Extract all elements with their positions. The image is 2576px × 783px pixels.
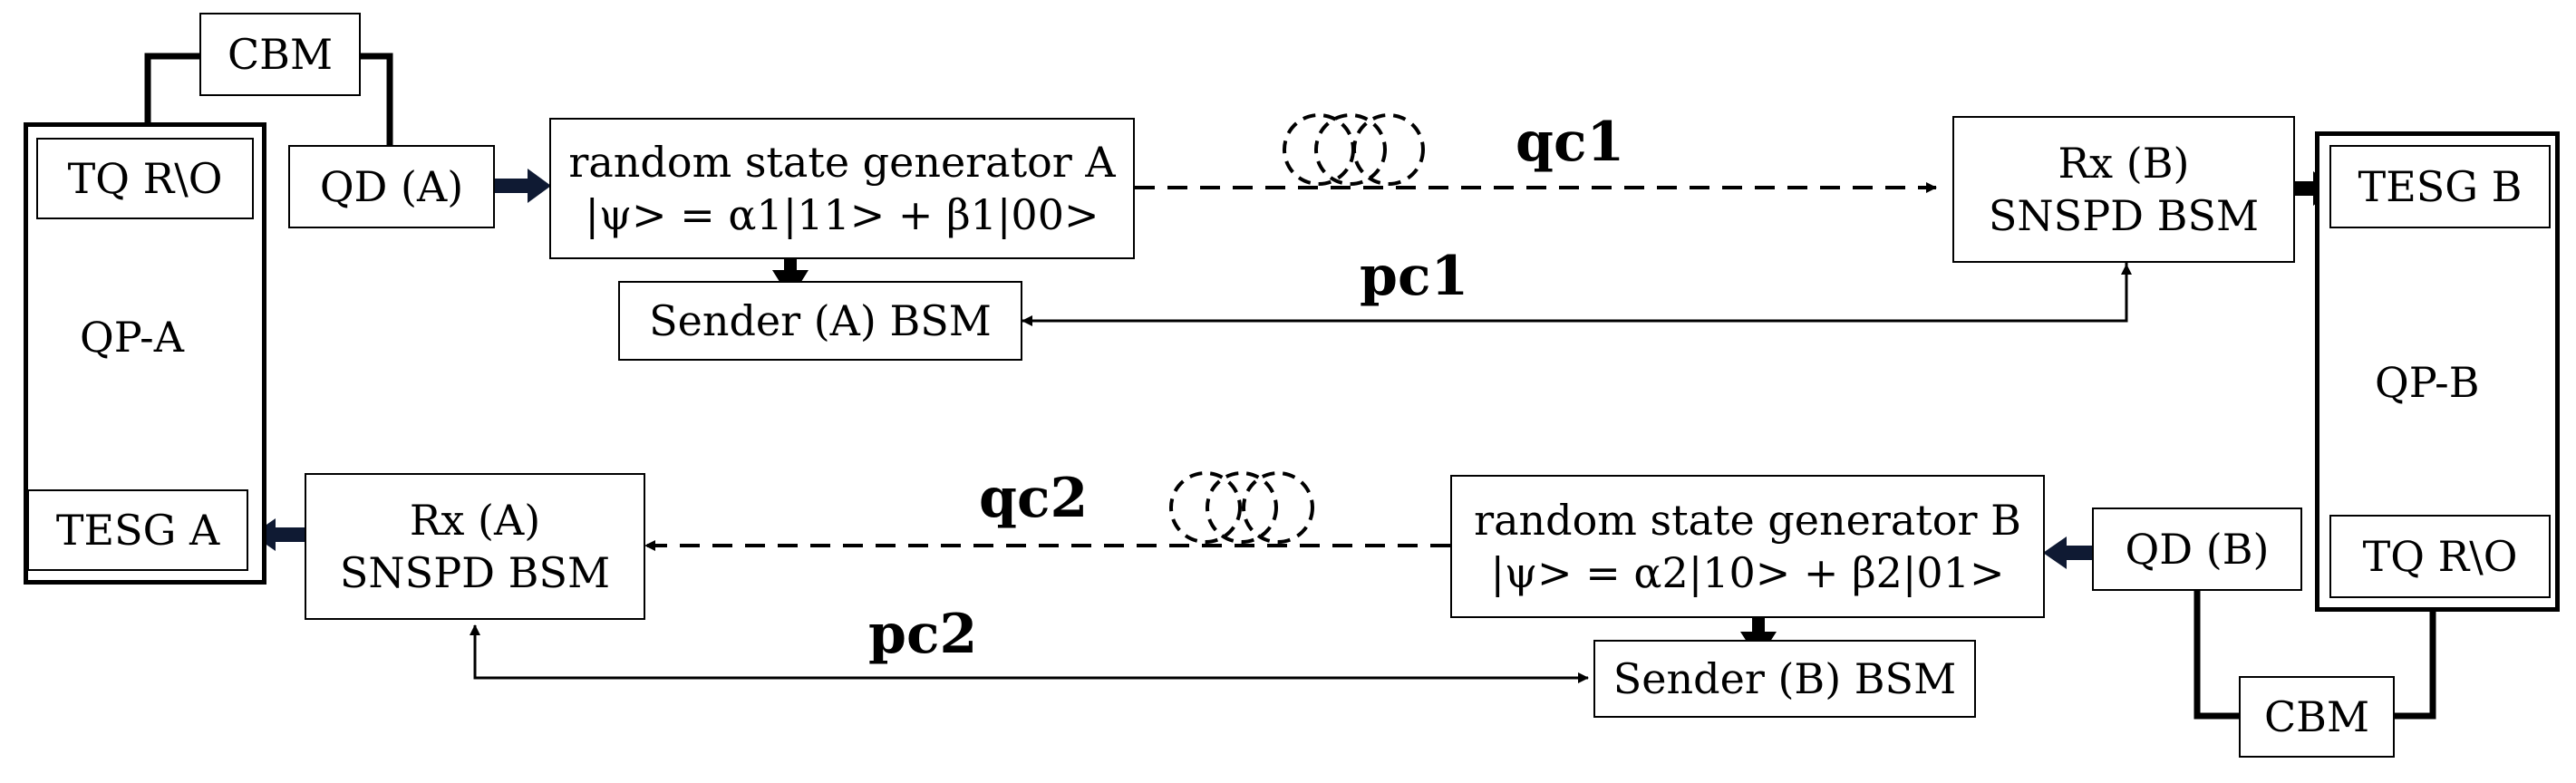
cbm-a-link: [144, 53, 199, 134]
sender-b-box: Sender (B) BSM: [1593, 640, 1976, 718]
qd-b-to-generator-arrow: [2043, 536, 2092, 569]
qp-a-readout: TQ R\O: [36, 138, 254, 219]
sender-a-box: Sender (A) BSM: [618, 281, 1022, 361]
qc1-fiber-coil-icon: [1283, 113, 1425, 186]
qp-b-readout: TQ R\O: [2329, 515, 2551, 598]
cbm-b-box: CBM: [2239, 676, 2395, 758]
cbm-b-link: [2193, 591, 2239, 720]
qc2-fiber-coil-icon: [1169, 471, 1314, 544]
qd-b-box: QD (B): [2092, 508, 2302, 591]
pc2-label: pc2: [868, 603, 978, 666]
rx-a-box: Rx (A) SNSPD BSM: [305, 473, 645, 620]
rx-b-box: Rx (B) SNSPD BSM: [1952, 116, 2295, 263]
qc2-label: qc2: [979, 467, 1089, 530]
generator-b-box: random state generator B |ψ> = α2|10> + …: [1450, 475, 2045, 618]
pc1-channel-line: [1022, 256, 2128, 326]
pc2-channel-line: [473, 634, 1589, 683]
cbm-a-link-qd: [361, 53, 393, 145]
qd-a-box: QD (A): [288, 145, 495, 228]
pc1-label: pc1: [1360, 245, 1469, 308]
qp-b-title: QP-B: [2375, 358, 2480, 407]
qd-a-to-generator-arrow: [495, 169, 551, 203]
qp-b-tesg: TESG B: [2329, 145, 2551, 228]
generator-a-box: random state generator A |ψ> = α1|11> + …: [549, 118, 1135, 259]
qp-a-tesg: TESG A: [27, 489, 248, 571]
qp-a-title: QP-A: [80, 313, 184, 362]
cbm-a-box: CBM: [199, 13, 361, 96]
qc1-label: qc1: [1516, 111, 1625, 174]
cbm-b-link-readout: [2395, 591, 2436, 720]
